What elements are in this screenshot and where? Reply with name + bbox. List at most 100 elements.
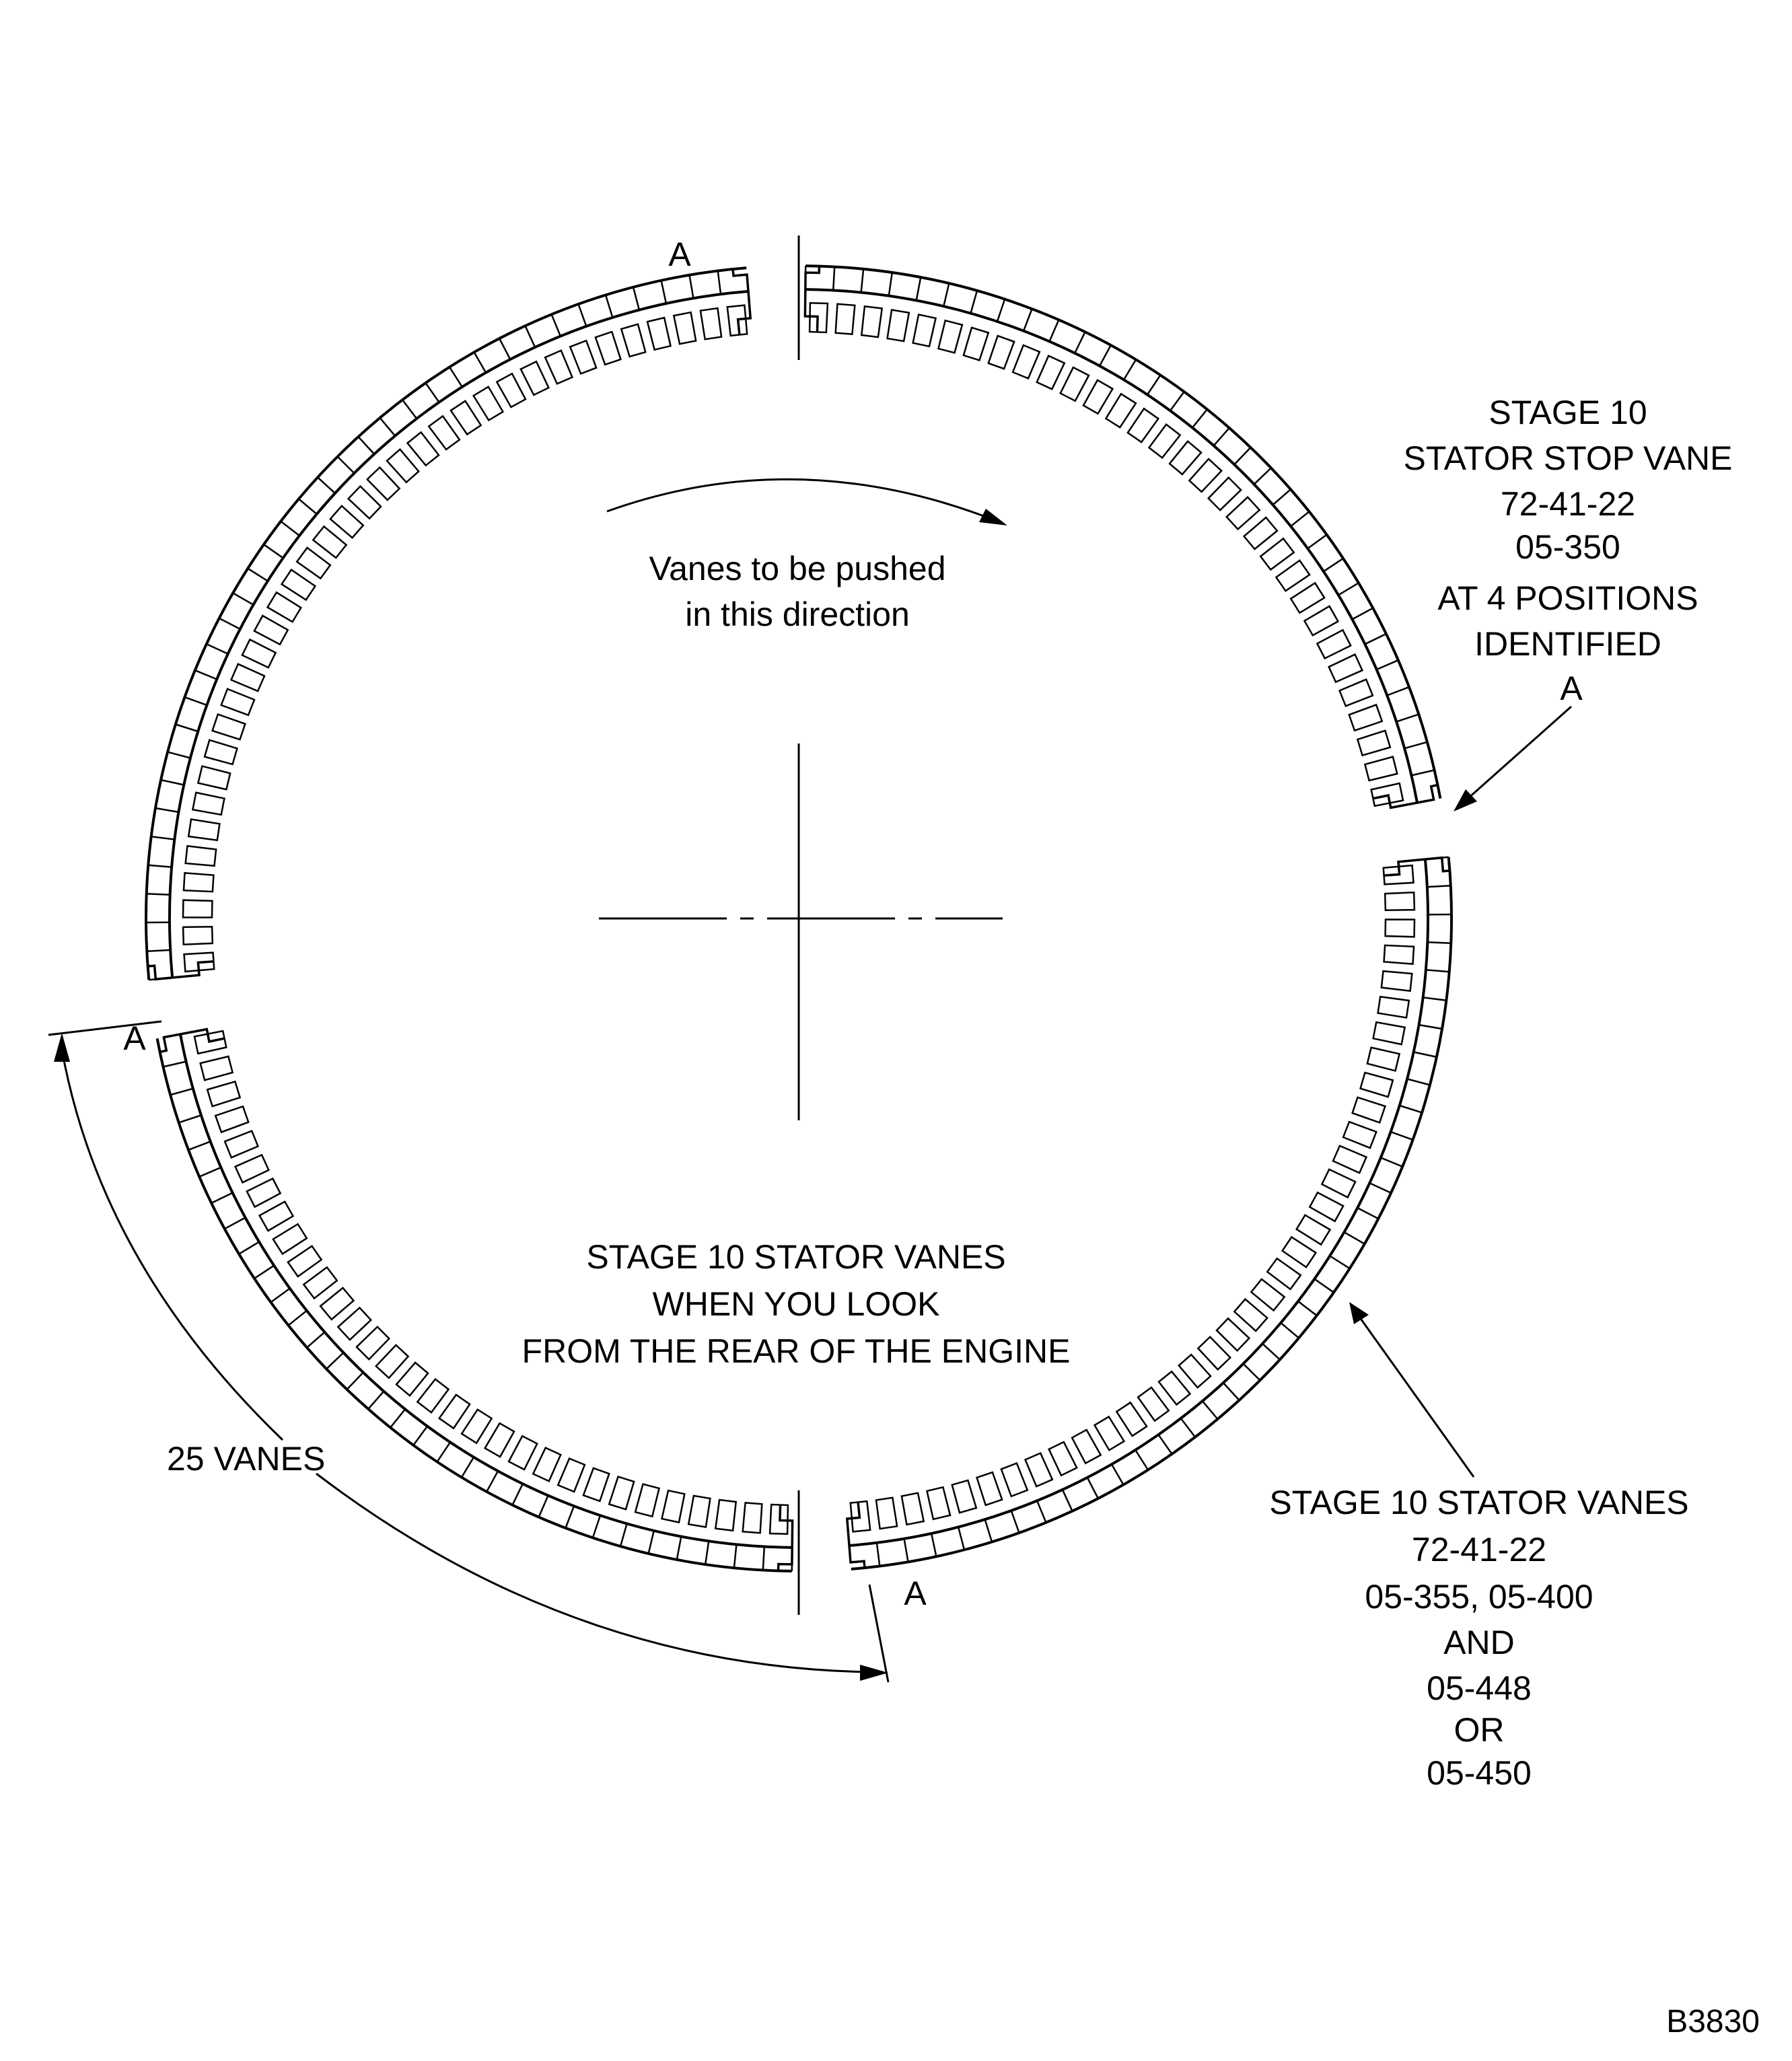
platform-division [1010, 1510, 1020, 1533]
stator-vane [646, 316, 672, 351]
stator-vane [182, 872, 215, 893]
stator-vane [1383, 944, 1415, 965]
stator-vane [860, 305, 884, 338]
platform-division [1213, 427, 1230, 447]
platform-division [298, 498, 318, 515]
stator-vane [687, 1494, 711, 1528]
stator-vane [1380, 970, 1413, 992]
platform-division [1427, 885, 1451, 888]
stator-vane [1289, 581, 1326, 614]
platform-division [647, 1530, 655, 1554]
vanes-label-line1: STAGE 10 STATOR VANES [1269, 1484, 1688, 1521]
platform-division [903, 1538, 909, 1562]
platform-division [1399, 1104, 1423, 1114]
stator-vane [191, 791, 225, 816]
stator-vane [280, 568, 317, 602]
platform-division [1338, 582, 1359, 596]
direction-note-line1: Vanes to be pushed [649, 550, 945, 587]
stator-vane [229, 663, 266, 692]
stator-vane [1275, 559, 1311, 592]
stator-vane [1071, 1429, 1102, 1465]
stator-vane [1316, 628, 1352, 660]
platform-division [219, 617, 241, 630]
direction-note-line2: in this direction [685, 595, 910, 633]
platform-division [163, 1060, 186, 1068]
platform-division [1272, 489, 1291, 506]
stator-vane [1382, 864, 1414, 885]
stop-vane-gap-top [731, 268, 752, 335]
stator-vane [199, 1055, 234, 1081]
platform-division [280, 520, 300, 537]
platform-division [1364, 632, 1387, 645]
stop-vane-label-line1: STAGE 10 [1489, 394, 1647, 431]
stator-vane [1178, 1353, 1212, 1389]
platform-division [943, 283, 950, 307]
vane-count-dimension [48, 1020, 890, 1683]
stator-vane [1259, 537, 1295, 571]
platform-division [167, 751, 191, 759]
stator-vane [312, 525, 348, 559]
stator-vane [416, 1377, 450, 1414]
stop-vane-gap-bottom [845, 1502, 866, 1568]
stator-vane [1377, 995, 1410, 1019]
stop-vane-label-line7: A [1560, 670, 1583, 707]
platform-division [1201, 1400, 1219, 1420]
platform-division [1146, 374, 1161, 396]
stator-vane [1359, 1071, 1394, 1098]
platform-division [1307, 534, 1328, 550]
stator-vane [1338, 678, 1374, 707]
vanes-label-line3: 05-355, 05-400 [1365, 1578, 1593, 1616]
stator-vane [1372, 1021, 1406, 1046]
stator-vane [375, 1344, 410, 1379]
platform-division [206, 643, 229, 655]
platform-division [1297, 1300, 1318, 1317]
platform-division [199, 1166, 221, 1178]
center-caption-line3: FROM THE REAR OF THE ENGINE [522, 1332, 1071, 1370]
platform-division [1423, 997, 1447, 1002]
stator-vane [182, 899, 213, 918]
stator-vane [220, 688, 256, 717]
platform-division [1262, 1342, 1281, 1361]
platform-division [211, 1192, 234, 1204]
outer-shroud-segment [851, 857, 1453, 1570]
platform-division [996, 299, 1006, 322]
platform-division [1253, 467, 1272, 485]
vanes-label-line4: AND [1443, 1624, 1515, 1661]
platform-division [1074, 331, 1086, 354]
platform-division [733, 1544, 738, 1568]
platform-division [875, 1542, 881, 1566]
stator-vane [1303, 605, 1340, 637]
stator-vane [184, 844, 217, 867]
platform-division [832, 266, 836, 291]
stator-vane [726, 304, 748, 337]
platform-division [619, 1523, 628, 1547]
vanes-label-line6: OR [1454, 1711, 1505, 1749]
stator-vane [1351, 1096, 1386, 1124]
platform-division [930, 1533, 937, 1557]
stator-vane [406, 431, 440, 467]
direction-arrow [606, 478, 1007, 526]
stator-vane [183, 951, 215, 973]
platform-division [1329, 1255, 1351, 1270]
platform-division [524, 325, 536, 348]
platform-division [413, 1425, 429, 1446]
position-mark-top: A [668, 236, 691, 273]
platform-division [436, 1441, 452, 1463]
platform-division [402, 399, 418, 419]
platform-division [1425, 969, 1449, 973]
platform-division [1180, 1418, 1196, 1438]
stator-vane [258, 1200, 295, 1232]
stator-vane [1332, 1145, 1368, 1174]
stator-vane [1115, 1401, 1148, 1437]
stator-vane [1328, 653, 1364, 684]
stator-vane [1370, 782, 1404, 807]
platform-division [717, 270, 722, 295]
stator-ring [145, 264, 1453, 1572]
vanes-label: STAGE 10 STATOR VANES 72-41-22 05-355, 0… [1269, 1484, 1688, 1792]
stator-vane [266, 591, 303, 623]
stator-vane [246, 1177, 282, 1208]
platform-division [1390, 1130, 1413, 1141]
direction-note: Vanes to be pushed in this direction [649, 550, 945, 633]
stator-vane [1366, 1046, 1401, 1072]
platform-division [1351, 607, 1373, 620]
